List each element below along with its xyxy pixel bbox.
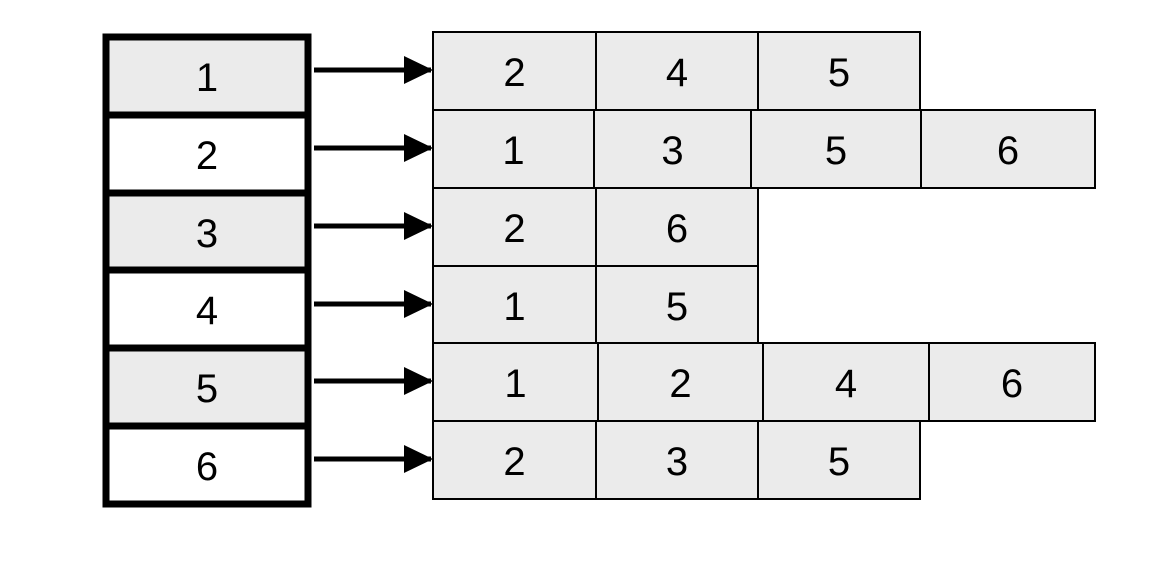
neighbor-label: 5	[825, 129, 847, 173]
vertex-label: 6	[196, 445, 218, 489]
vertex-cell-5: 5	[102, 344, 312, 430]
neighbor-label: 5	[666, 285, 688, 329]
neighbor-label: 6	[997, 129, 1019, 173]
arrowhead	[404, 212, 433, 240]
vertex-label: 1	[196, 56, 218, 100]
vertex-label: 2	[196, 134, 218, 178]
arrowhead	[404, 134, 433, 162]
neighbor-cell	[432, 187, 597, 267]
neighbor-label: 6	[666, 207, 688, 251]
neighbor-label: 5	[828, 440, 850, 484]
neighbor-cell	[432, 342, 599, 422]
vertex-cell-6: 6	[102, 422, 312, 508]
neighbor-label: 4	[835, 362, 857, 406]
neighbor-cell	[432, 109, 595, 189]
neighbor-label: 3	[666, 440, 688, 484]
arrowhead	[404, 290, 433, 318]
arrowhead	[404, 56, 433, 84]
neighbor-cell	[595, 31, 759, 111]
neighbor-cell	[593, 109, 752, 189]
arrowhead	[404, 367, 433, 395]
arrowhead	[404, 445, 433, 473]
neighbor-cell	[432, 31, 597, 111]
vertex-cell-box	[102, 422, 312, 508]
vertex-array: 1 2 3 4 5 6	[102, 33, 312, 508]
neighbor-cell	[757, 420, 921, 500]
vertex-cell-2: 2	[102, 111, 312, 197]
vertex-cell-1: 1	[102, 33, 312, 119]
vertex-label: 3	[196, 212, 218, 256]
vertex-cell-box	[102, 266, 312, 352]
neighbor-cell	[750, 109, 922, 189]
neighbor-cell	[920, 109, 1096, 189]
neighbor-label: 1	[503, 285, 525, 329]
neighbor-label: 4	[666, 51, 688, 95]
neighbor-label: 2	[503, 51, 525, 95]
neighbor-cell	[595, 187, 759, 267]
pointer-arrows	[314, 56, 433, 473]
vertex-cell-4: 4	[102, 266, 312, 352]
neighbor-label: 2	[669, 362, 691, 406]
vertex-label: 4	[196, 289, 218, 333]
vertex-label: 5	[196, 367, 218, 411]
neighbor-label: 6	[1001, 362, 1023, 406]
neighbor-label: 5	[828, 51, 850, 95]
neighbor-label: 1	[502, 129, 524, 173]
neighbor-cell	[595, 420, 759, 500]
neighbor-label: 3	[661, 129, 683, 173]
neighbor-list-1: 2 4 5	[432, 31, 921, 111]
neighbor-label: 2	[503, 207, 525, 251]
neighbor-label: 1	[504, 362, 526, 406]
vertex-cell-3: 3	[102, 189, 312, 275]
neighbor-cell	[928, 342, 1096, 422]
neighbor-cell	[595, 265, 759, 345]
neighbor-list-2: 1 3 5 6	[432, 109, 1096, 189]
neighbor-list-6: 2 3 5	[432, 420, 921, 500]
neighbor-label: 2	[503, 440, 525, 484]
neighbor-list-5: 1 2 4 6	[432, 342, 1096, 422]
